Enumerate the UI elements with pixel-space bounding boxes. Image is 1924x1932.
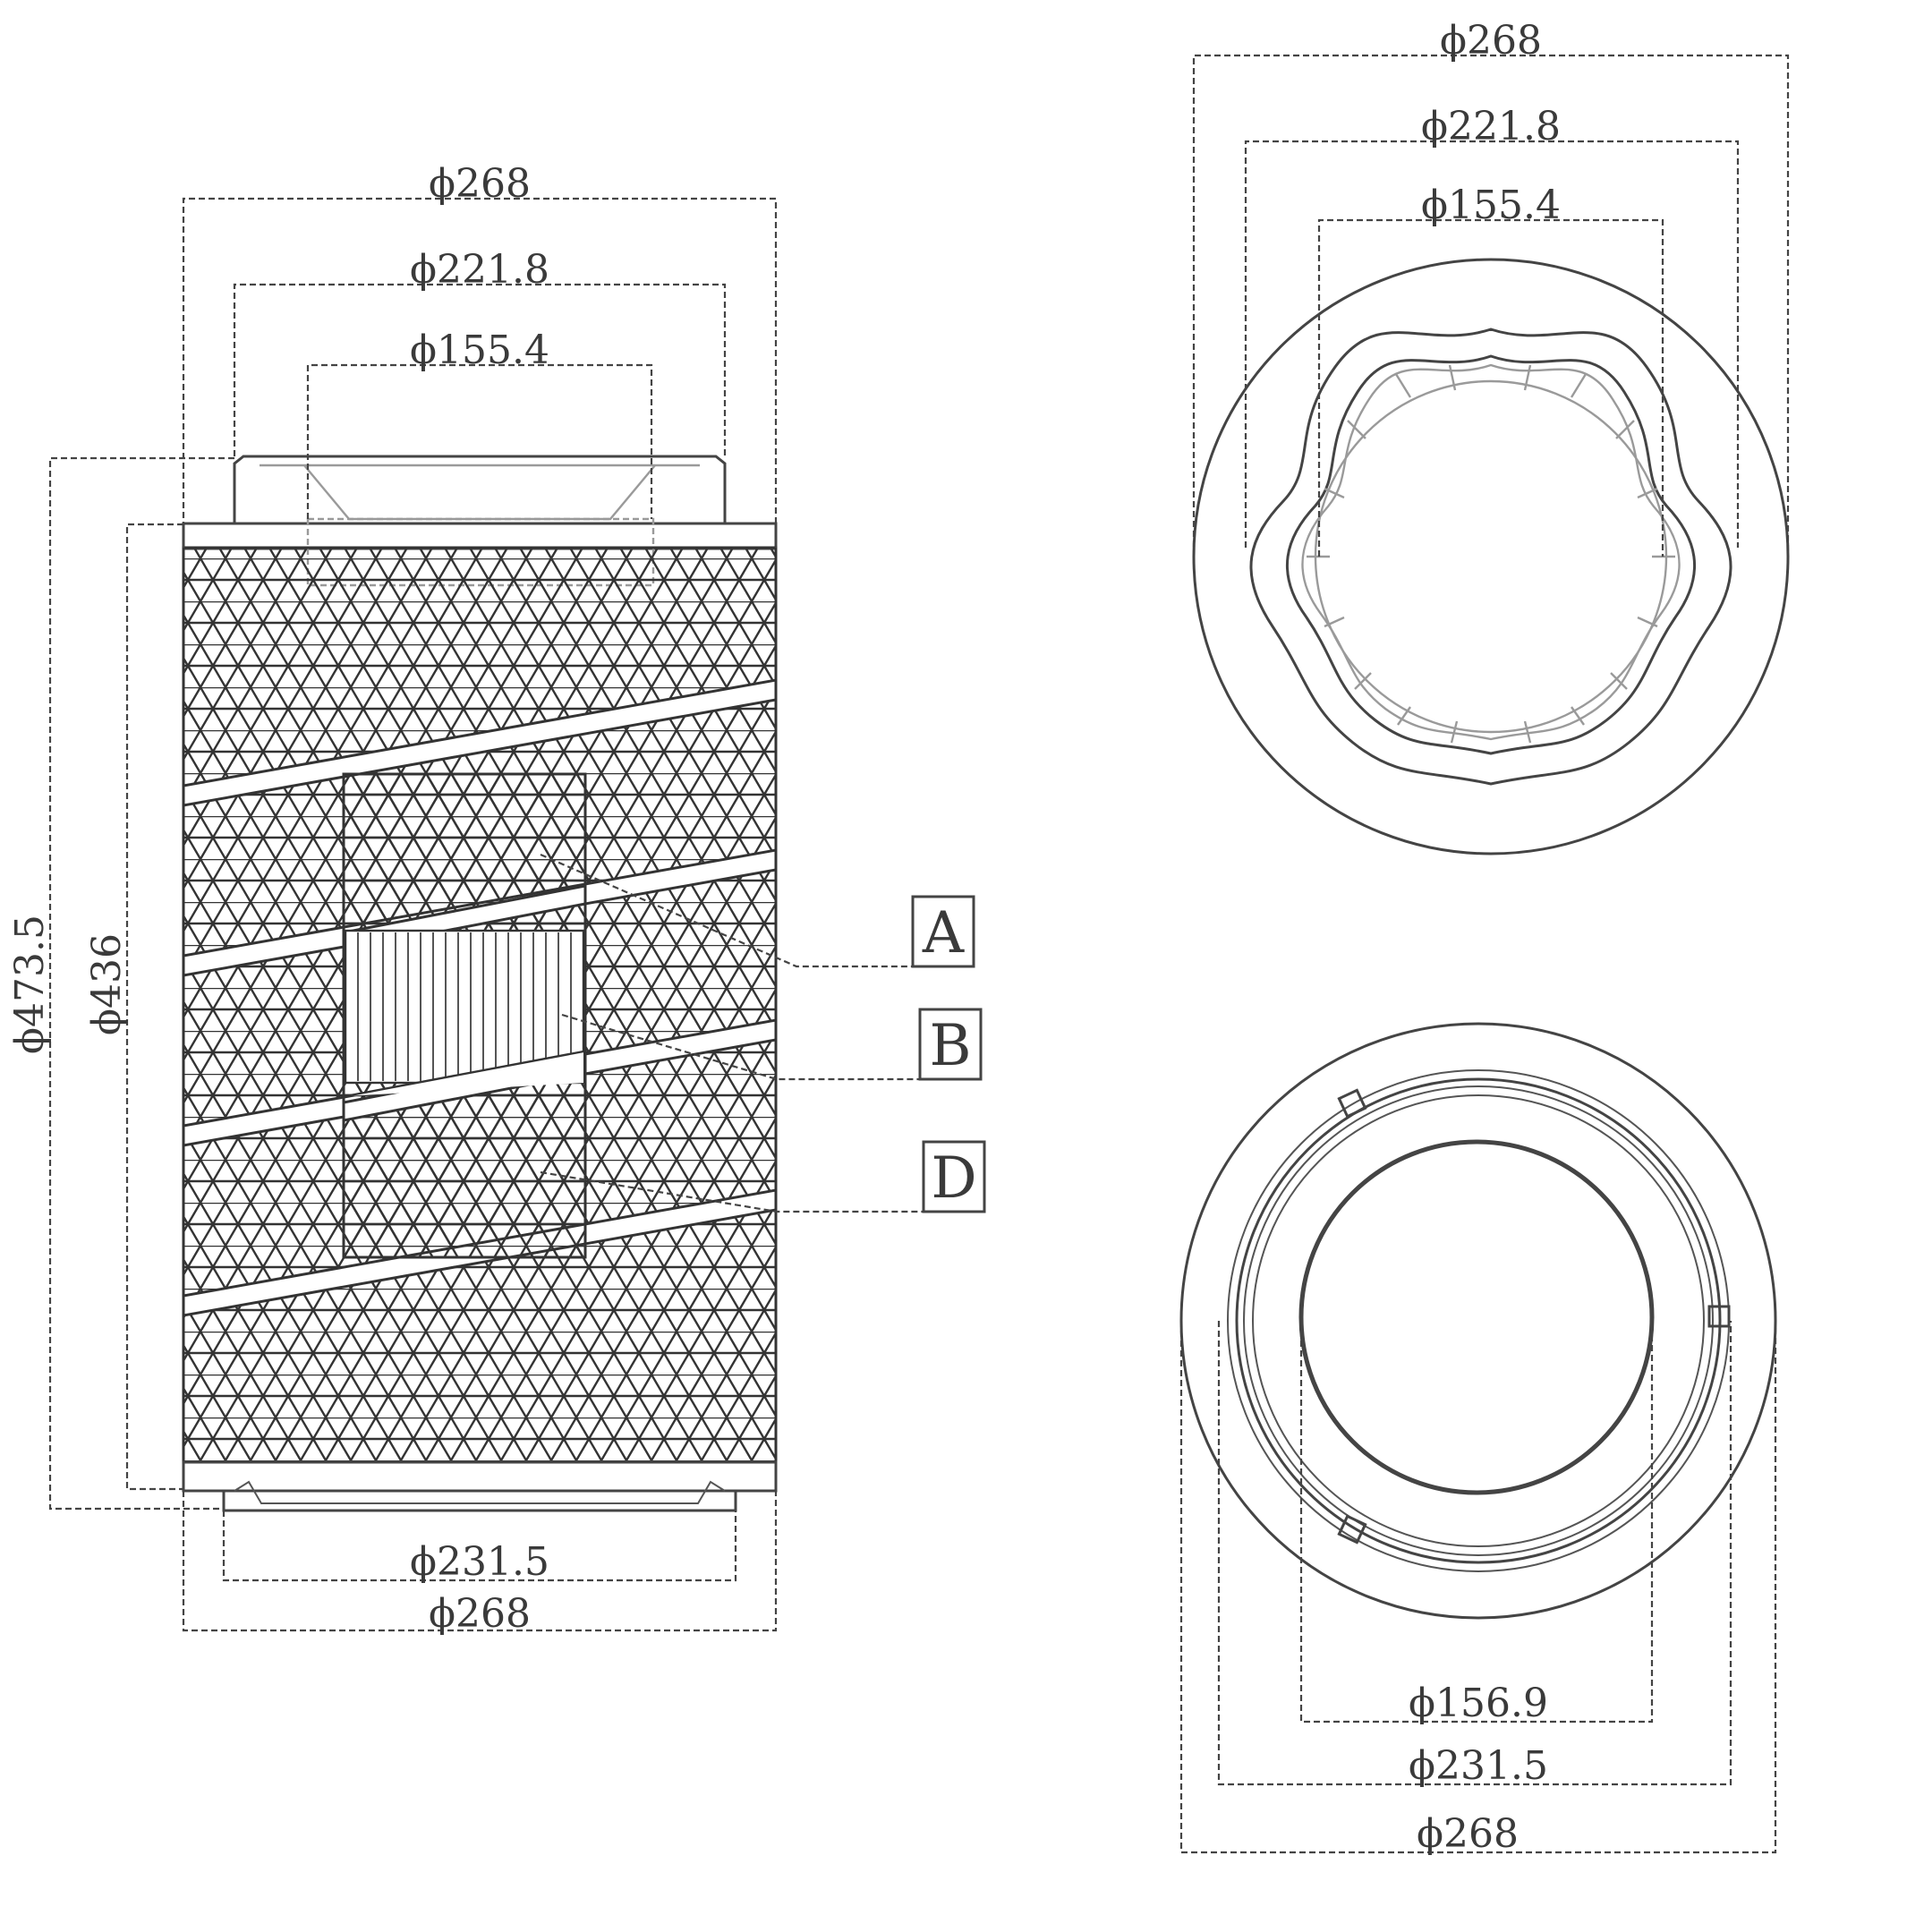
side-dim-436: ϕ436	[84, 933, 130, 1035]
side-bottom-dimensions: ϕ231.5 ϕ268	[182, 1491, 778, 1637]
pleat-lines	[357, 932, 572, 1081]
top-view-cage-outer	[1301, 363, 1681, 741]
side-dim-155-4: ϕ155.4	[410, 328, 549, 373]
bottom-view-bore	[1298, 1139, 1655, 1495]
side-dim-221-8: ϕ221.8	[410, 247, 549, 293]
callout-d-label: D	[931, 1145, 976, 1212]
bottom-view-clips	[1337, 1088, 1731, 1545]
top-view-inner-ring	[1314, 379, 1668, 734]
bottom-view: ϕ156.9 ϕ231.5 ϕ268	[1179, 1022, 1777, 1857]
top-view-lobed-outer	[1249, 328, 1732, 786]
bottom-dim-268: ϕ268	[1417, 1811, 1519, 1857]
side-top-dimensions: ϕ268 ϕ221.8 ϕ155.4	[182, 161, 778, 548]
top-dim-221-8: ϕ221.8	[1421, 104, 1561, 149]
side-bottom-cap	[182, 1460, 778, 1512]
callout-b: B	[561, 1008, 983, 1081]
callout-d: D	[540, 1140, 986, 1213]
top-dim-268: ϕ268	[1440, 18, 1542, 64]
top-view-dimensions: ϕ268 ϕ221.8 ϕ155.4	[1192, 18, 1790, 557]
top-view: ϕ268 ϕ221.8 ϕ155.4	[1192, 18, 1790, 855]
cutaway-window	[342, 772, 587, 1259]
side-dim-473-5: ϕ473.5	[7, 915, 53, 1054]
side-mesh-body	[182, 546, 778, 1464]
side-dim-268-bottom: ϕ268	[429, 1591, 531, 1637]
callout-b-label: B	[929, 1013, 971, 1079]
callouts: A B D	[540, 853, 986, 1213]
bottom-dim-156-9: ϕ156.9	[1409, 1681, 1548, 1726]
top-dim-155-4: ϕ155.4	[1421, 183, 1561, 228]
top-view-cage-ribs	[1307, 364, 1675, 744]
bottom-dim-231-5: ϕ231.5	[1409, 1743, 1548, 1789]
side-view: ϕ268 ϕ221.8 ϕ155.4 ϕ473.5 ϕ436 ϕ231.5 ϕ2…	[7, 161, 778, 1637]
bottom-view-dimensions: ϕ156.9 ϕ231.5 ϕ268	[1179, 1321, 1777, 1857]
callout-a-label: A	[922, 900, 965, 966]
top-view-lobed-inner	[1286, 354, 1696, 755]
callout-a: A	[540, 853, 975, 968]
side-left-dimensions: ϕ473.5 ϕ436	[7, 456, 234, 1511]
side-dim-231-5: ϕ231.5	[410, 1539, 549, 1585]
side-dim-268-top: ϕ268	[429, 161, 531, 207]
